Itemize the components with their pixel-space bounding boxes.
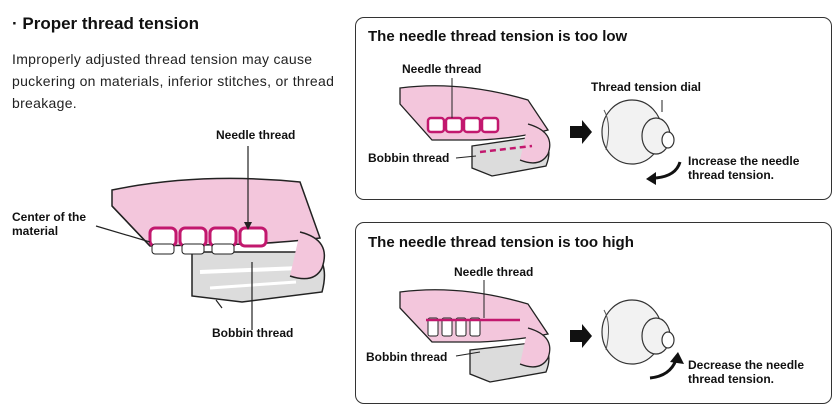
center-of-material-label: Center of the material xyxy=(12,210,87,238)
high-bobbin-thread-label: Bobbin thread xyxy=(366,350,448,364)
low-bobbin-thread-label: Bobbin thread xyxy=(368,151,450,165)
tension-too-low-title: The needle thread tension is too low xyxy=(368,28,628,45)
bobbin-thread-label: Bobbin thread xyxy=(212,326,294,340)
thread-tension-dial-label: Thread tension dial xyxy=(591,80,702,94)
section-title: · Proper thread tension xyxy=(12,14,200,33)
increase-tension-instruction: Increase the needle thread tension. xyxy=(688,154,800,182)
section-description: Improperly adjusted thread tension may c… xyxy=(12,51,335,111)
needle-thread-label: Needle thread xyxy=(216,128,296,142)
high-needle-thread-label: Needle thread xyxy=(454,265,534,279)
low-needle-thread-label: Needle thread xyxy=(402,62,482,76)
tension-too-high-title: The needle thread tension is too high xyxy=(368,234,634,251)
decrease-tension-instruction: Decrease the needle thread tension. xyxy=(688,358,805,386)
